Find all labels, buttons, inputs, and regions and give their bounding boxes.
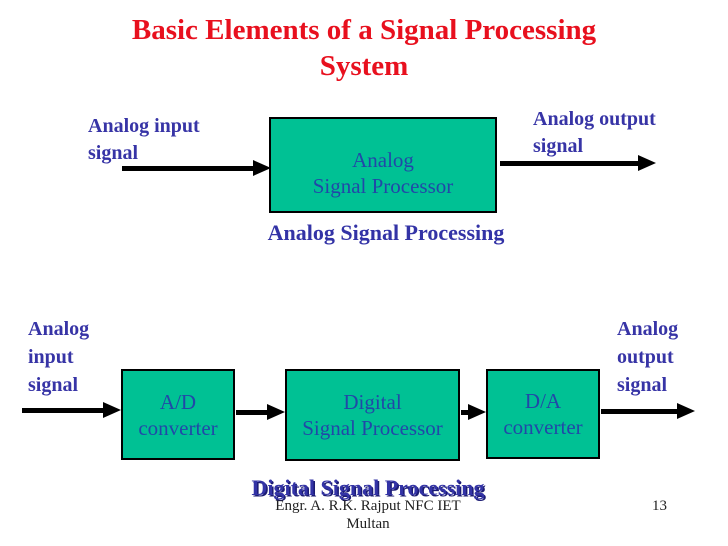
- analog-input-arrow-icon: [122, 160, 271, 176]
- arrow-head: [253, 160, 271, 176]
- footer-credit-line1: Engr. A. R.K. Rajput NFC IET: [275, 498, 461, 514]
- dac-output-arrow-icon: [601, 403, 695, 419]
- analog-input-signal-label-line1: Analog input: [88, 115, 200, 137]
- digital-signal-processor-line1: Digital: [343, 390, 402, 414]
- arrow-shaft: [461, 409, 468, 415]
- ad-converter-line1: A/D: [159, 389, 197, 414]
- analog-output-signal-label-line2: signal: [533, 135, 584, 157]
- digital-output-signal-label-line1: Analog: [617, 318, 679, 340]
- arrow-head: [638, 155, 656, 171]
- page-number: 13: [652, 498, 667, 514]
- analog-output-signal-label: Analog output signal: [533, 106, 656, 160]
- adc-input-arrow-icon: [22, 402, 121, 418]
- digital-output-signal-label: Analog output signal: [617, 315, 678, 399]
- analog-input-signal-label: Analog input signal: [88, 113, 200, 167]
- slide-title-line2: System: [319, 50, 409, 82]
- arrow-shaft: [601, 408, 677, 414]
- da-converter-line1: D/A: [524, 389, 562, 413]
- analog-input-signal-label-line2: signal: [88, 142, 139, 164]
- arrow-head: [267, 404, 285, 420]
- digital-input-signal-label-line1: Analog: [28, 318, 90, 340]
- arrow-shaft: [236, 409, 267, 415]
- analog-signal-processor-box: Analog Signal Processor: [269, 117, 497, 213]
- footer-credit: Engr. A. R.K. Rajput NFC IET Multan: [8, 497, 728, 533]
- arrow-head: [677, 403, 695, 419]
- slide-title: Basic Elements of a Signal Processing Sy…: [0, 12, 728, 84]
- footer-credit-line2: Multan: [346, 516, 390, 532]
- slide-title-line1: Basic Elements of a Signal Processing: [131, 14, 597, 46]
- digital-output-signal-label-line3: signal: [617, 374, 668, 396]
- adc-to-dsp-arrow-icon: [236, 404, 285, 420]
- digital-input-signal-label-line2: input: [28, 346, 74, 368]
- digital-input-signal-label-line3: signal: [28, 374, 79, 396]
- da-converter-line2: converter: [503, 415, 583, 439]
- arrow-shaft: [500, 160, 638, 166]
- ad-converter-box: A/D converter: [121, 369, 235, 460]
- da-converter-box: D/A converter: [486, 369, 600, 459]
- digital-signal-processor-box: Digital Signal Processor: [285, 369, 460, 461]
- digital-output-signal-label-line2: output: [617, 346, 674, 368]
- digital-input-signal-label: Analog input signal: [28, 315, 89, 399]
- digital-signal-processor-line2: Signal Processor: [302, 416, 443, 440]
- digital-signal-processing-caption: Digital Signal Processing: [251, 475, 485, 500]
- arrow-head: [468, 404, 486, 420]
- arrow-shaft: [22, 407, 103, 413]
- analog-signal-processing-caption: Analog Signal Processing: [267, 220, 505, 245]
- analog-output-arrow-icon: [500, 155, 656, 171]
- arrow-shaft: [122, 165, 253, 171]
- arrow-head: [103, 402, 121, 418]
- dsp-to-dac-arrow-icon: [461, 404, 486, 420]
- analog-signal-processor-line2: Signal Processor: [312, 174, 454, 198]
- ad-converter-line2: converter: [138, 415, 218, 440]
- analog-signal-processor-line1: Analog: [352, 148, 414, 172]
- analog-output-signal-label-line1: Analog output: [533, 108, 656, 130]
